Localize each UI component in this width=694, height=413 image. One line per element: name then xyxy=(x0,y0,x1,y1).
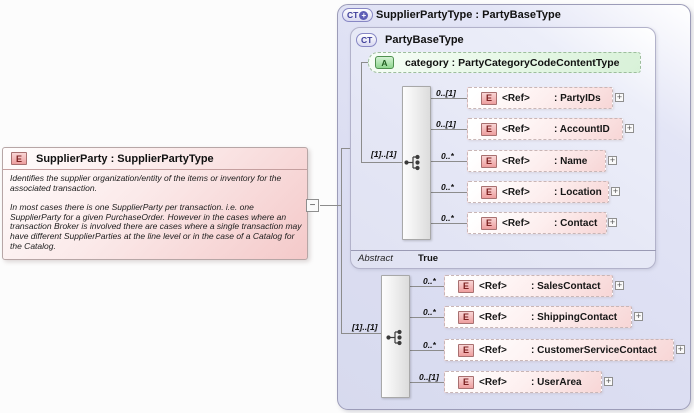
connector-line xyxy=(341,148,350,149)
element-badge-icon: E xyxy=(481,154,497,168)
element-badge-icon: E xyxy=(481,122,497,136)
element-ref-label: <Ref> xyxy=(502,155,530,167)
element-ref-label: <Ref> xyxy=(479,344,507,356)
party-base-type-title: PartyBaseType xyxy=(385,34,464,46)
abstract-facet-label: Abstract xyxy=(358,253,393,264)
connector-trunk-line xyxy=(341,148,342,333)
element-name-label: : UserArea xyxy=(531,376,582,388)
expand-icon[interactable]: + xyxy=(608,155,617,165)
element-badge-icon: E xyxy=(481,91,497,105)
element-ref-label: <Ref> xyxy=(479,376,507,388)
element-name-label: : PartyIDs xyxy=(554,92,601,104)
expand-icon[interactable]: + xyxy=(676,344,685,354)
extension-plus-icon: + xyxy=(359,10,369,20)
element-ref-label: <Ref> xyxy=(479,280,507,292)
element-ref-label: <Ref> xyxy=(502,217,530,229)
connector-line xyxy=(341,333,381,334)
element-ref-label: <Ref> xyxy=(502,92,530,104)
element-badge-icon: E xyxy=(481,185,497,199)
element-partyids[interactable]: E <Ref> : PartyIDs xyxy=(467,87,613,109)
cardinality-label: 0..* xyxy=(441,151,454,161)
element-contact[interactable]: E <Ref> : Contact xyxy=(467,212,607,234)
connector-line xyxy=(410,350,444,351)
cardinality-label: 0..* xyxy=(441,213,454,223)
element-customerservicecontact[interactable]: E <Ref> : CustomerServiceContact xyxy=(444,339,674,361)
attribute-category-label: category : PartyCategoryCodeContentType xyxy=(405,57,620,69)
element-badge-icon: E xyxy=(458,279,474,293)
cardinality-label: 0..* xyxy=(423,307,436,317)
connector-line xyxy=(361,62,368,63)
ct-badge-label: CT xyxy=(361,35,373,45)
connector-line xyxy=(430,129,467,130)
description-paragraph: In most cases there is one SupplierParty… xyxy=(10,201,302,252)
attribute-category-box[interactable]: A category : PartyCategoryCodeContentTyp… xyxy=(368,52,641,73)
cardinality-label: 0..[1] xyxy=(436,119,456,129)
group-cardinality-label: [1]..[1] xyxy=(352,322,378,332)
cardinality-label: 0..* xyxy=(441,182,454,192)
element-ref-label: <Ref> xyxy=(502,123,530,135)
attribute-badge-icon: A xyxy=(375,56,394,69)
expand-icon[interactable]: + xyxy=(615,92,624,102)
sequence-icon xyxy=(386,329,402,346)
collapse-icon[interactable]: − xyxy=(306,199,319,212)
expand-icon[interactable]: + xyxy=(634,311,643,321)
expand-icon[interactable]: + xyxy=(615,280,624,290)
description-paragraph: Identifies the supplier organization/ent… xyxy=(10,173,282,193)
element-ref-label: <Ref> xyxy=(502,186,530,198)
abstract-facet-value: True xyxy=(418,253,439,264)
complex-type-extension-badge-icon: CT+ xyxy=(342,8,374,22)
connector-line xyxy=(430,223,467,224)
element-name-label: : AccountID xyxy=(554,123,610,135)
complex-type-badge-icon: CT xyxy=(356,33,378,47)
element-userarea[interactable]: E <Ref> : UserArea xyxy=(444,371,602,393)
element-name-label: : Name xyxy=(554,155,588,167)
element-name-label: : Location xyxy=(554,186,602,198)
element-name-label: : SalesContact xyxy=(531,280,601,292)
element-name-label: : ShippingContact xyxy=(531,311,618,323)
connector-line xyxy=(410,317,444,318)
expand-icon[interactable]: + xyxy=(625,123,634,133)
connector-line xyxy=(410,382,444,383)
connector-line xyxy=(361,62,362,162)
facet-divider xyxy=(351,250,656,251)
element-badge-icon: E xyxy=(11,152,27,165)
element-name-label: : Contact xyxy=(554,217,598,229)
sequence-icon xyxy=(404,154,420,171)
element-badge-icon: E xyxy=(458,310,474,324)
element-badge-icon: E xyxy=(481,216,497,230)
supplier-party-type-title: SupplierPartyType : PartyBaseType xyxy=(376,9,561,21)
element-badge-icon: E xyxy=(458,375,474,389)
connector-line xyxy=(320,205,342,206)
supplier-party-header: E SupplierParty : SupplierPartyType xyxy=(3,148,307,170)
connector-line xyxy=(410,286,444,287)
connector-line xyxy=(430,98,467,99)
element-name[interactable]: E <Ref> : Name xyxy=(467,150,606,172)
element-name-label: : CustomerServiceContact xyxy=(531,344,657,356)
expand-icon[interactable]: + xyxy=(611,186,620,196)
supplier-party-title: SupplierParty : SupplierPartyType xyxy=(36,152,214,165)
expand-icon[interactable]: + xyxy=(608,217,617,227)
expand-icon[interactable]: + xyxy=(604,376,613,386)
connector-line xyxy=(361,162,402,163)
cardinality-label: 0..[1] xyxy=(436,88,456,98)
supplier-party-description: Identifies the supplier organization/ent… xyxy=(10,173,302,252)
ct-badge-label: CT xyxy=(347,10,359,20)
connector-line xyxy=(430,161,467,162)
cardinality-label: 0..* xyxy=(423,340,436,350)
element-accountid[interactable]: E <Ref> : AccountID xyxy=(467,118,623,140)
element-ref-label: <Ref> xyxy=(479,311,507,323)
element-salescontact[interactable]: E <Ref> : SalesContact xyxy=(444,275,613,297)
element-shippingcontact[interactable]: E <Ref> : ShippingContact xyxy=(444,306,632,328)
sequence-compositor[interactable] xyxy=(381,275,410,398)
element-badge-icon: E xyxy=(458,343,474,357)
group-cardinality-label: [1]..[1] xyxy=(371,149,397,159)
supplier-party-element-box[interactable]: E SupplierParty : SupplierPartyType Iden… xyxy=(2,147,308,260)
connector-line xyxy=(430,192,467,193)
element-location[interactable]: E <Ref> : Location xyxy=(467,181,609,203)
cardinality-label: 0..* xyxy=(423,276,436,286)
cardinality-label: 0..[1] xyxy=(419,372,439,382)
